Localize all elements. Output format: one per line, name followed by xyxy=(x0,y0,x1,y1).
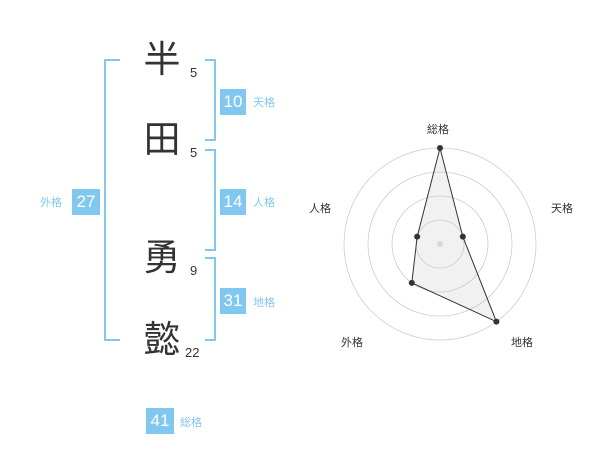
name-char-2: 田 xyxy=(143,118,181,161)
gaikaku-bracket xyxy=(104,59,120,341)
radar-center xyxy=(437,241,443,247)
radar-point-4 xyxy=(408,279,415,286)
radar-point-3 xyxy=(493,318,500,325)
soukaku-value: 41 xyxy=(146,408,174,434)
jinkaku-bracket xyxy=(205,149,216,251)
radar-ring xyxy=(391,195,489,293)
stroke-count-3: 9 xyxy=(190,263,198,278)
chikaku-value: 31 xyxy=(220,288,246,314)
tenkaku-label: 天格 xyxy=(253,96,275,109)
stroke-count-1: 5 xyxy=(190,65,198,80)
radar-axis-label-gaikaku: 外格 xyxy=(341,336,363,349)
radar-point-5 xyxy=(414,233,421,240)
radar-axis-label-jinkaku: 人格 xyxy=(309,202,331,215)
radar-series xyxy=(411,147,498,323)
tenkaku-value: 10 xyxy=(220,89,246,115)
name-char-4: 懿 xyxy=(143,318,181,361)
gaikaku-label: 外格 xyxy=(40,196,62,209)
stroke-count-2: 5 xyxy=(190,145,198,160)
chikaku-bracket xyxy=(205,257,216,341)
radar-axis-label-tenkaku: 天格 xyxy=(551,202,573,215)
name-char-3: 勇 xyxy=(143,236,181,279)
radar-axis-label-chikaku: 地格 xyxy=(511,336,533,349)
radar-ring xyxy=(367,171,513,317)
name-char-1: 半 xyxy=(143,38,181,81)
tenkaku-bracket xyxy=(205,59,216,141)
chikaku-label: 地格 xyxy=(253,296,275,309)
radar-axis-label-soukaku: 総格 xyxy=(427,123,449,136)
soukaku-label: 総格 xyxy=(180,416,202,429)
jinkaku-label: 人格 xyxy=(253,196,275,209)
gaikaku-value: 27 xyxy=(72,189,100,215)
radar-point-2 xyxy=(459,233,466,240)
radar-point-1 xyxy=(437,145,443,151)
jinkaku-value: 14 xyxy=(220,189,246,215)
stroke-count-4: 22 xyxy=(185,345,200,360)
